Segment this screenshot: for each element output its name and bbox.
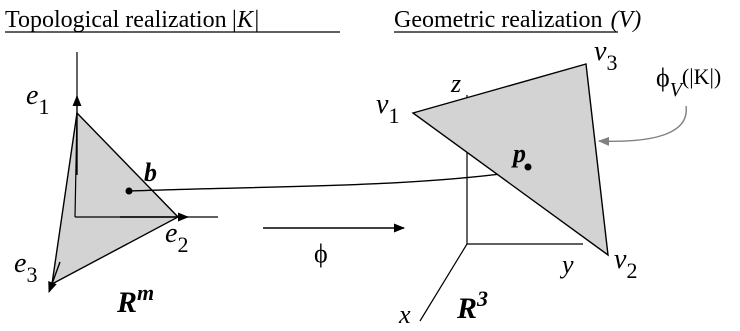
geometric-simplex <box>411 63 609 257</box>
axis-label-y: y <box>559 250 574 279</box>
geometric-realization-panel: Geometric realization(V) z y x v1 v3 v2 … <box>376 7 721 329</box>
vertex-label-v3: v3 <box>594 36 617 75</box>
vertex-label-e3: e3 <box>14 248 37 287</box>
phi-map-label: ϕ <box>314 239 328 268</box>
vertex-label-v1: v1 <box>376 89 399 128</box>
point-p-label: p <box>511 139 526 168</box>
point-b-dot <box>125 187 133 195</box>
axis-label-x: x <box>398 300 411 329</box>
point-p-dot <box>524 163 532 171</box>
topological-realization-panel: Topological realization|K| e1 e2 e3 b Rm <box>5 7 340 319</box>
vertex-label-e2: e2 <box>165 218 188 257</box>
standard-simplex <box>51 111 180 286</box>
point-b-label: b <box>144 158 157 187</box>
axis-x <box>419 243 468 322</box>
image-pointer-arrow <box>597 105 687 146</box>
space-label-r3: R3 <box>456 286 488 325</box>
space-label-rm: Rm <box>116 280 154 319</box>
topological-realization-title: Topological realization|K| <box>5 7 260 33</box>
axis-e3-arrow <box>48 261 61 294</box>
geometric-realization-title: Geometric realization(V) <box>394 7 641 33</box>
point-mapping-arrow <box>129 166 538 192</box>
realization-map: ϕ <box>129 166 538 268</box>
vertex-label-e1: e1 <box>26 80 49 119</box>
vertex-label-v2: v2 <box>614 244 637 283</box>
axis-label-z: z <box>450 69 461 98</box>
image-label: ϕV(|K|) <box>656 63 721 101</box>
